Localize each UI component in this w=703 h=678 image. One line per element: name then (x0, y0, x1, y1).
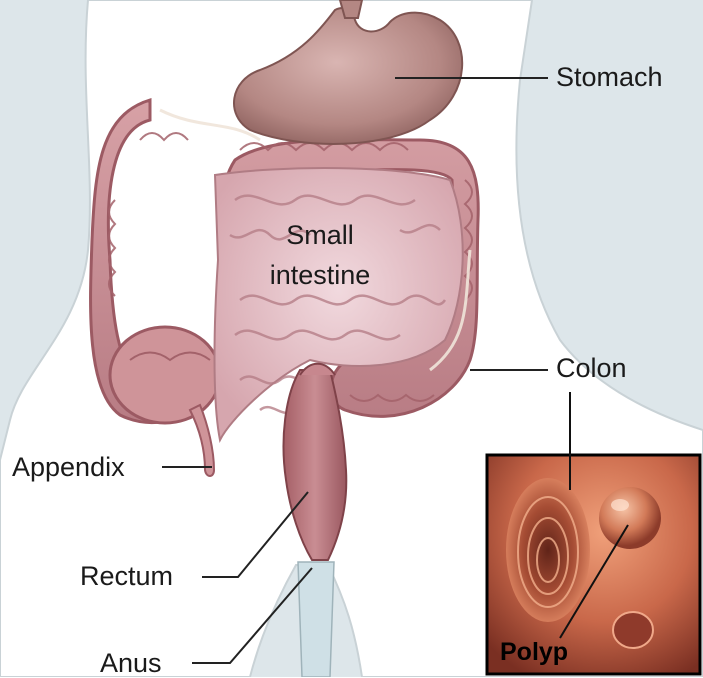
label-colon: Colon (556, 355, 627, 382)
label-rectum: Rectum (80, 563, 173, 590)
label-small-intestine-line2: intestine (245, 262, 395, 289)
label-anus: Anus (100, 650, 162, 677)
polyp (599, 487, 661, 549)
label-stomach: Stomach (556, 64, 663, 91)
label-polyp: Polyp (500, 640, 568, 665)
label-small-intestine-line1: Small (245, 222, 395, 249)
label-appendix: Appendix (12, 454, 125, 481)
